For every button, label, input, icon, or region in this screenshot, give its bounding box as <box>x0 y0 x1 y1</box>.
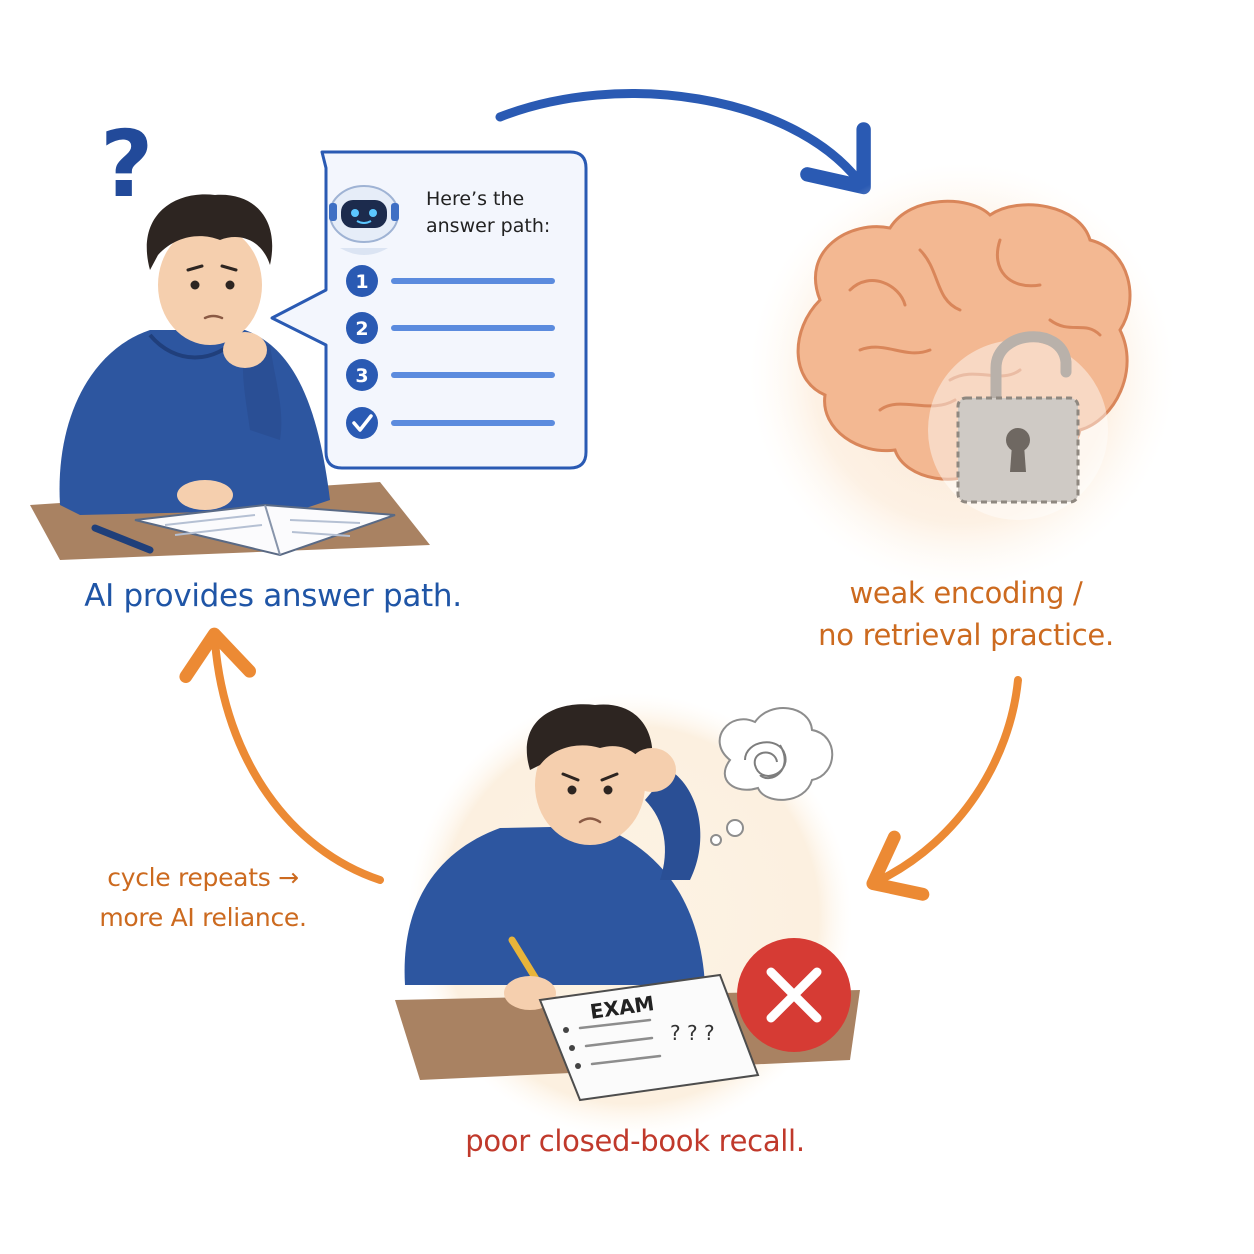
pen-icon <box>91 524 154 554</box>
exam-hoodie <box>404 826 705 985</box>
label-cycle-repeats-line2: more AI reliance. <box>99 903 307 932</box>
label-cycle-repeats-line1: cycle repeats → <box>107 863 299 892</box>
label-weak-encoding: weak encoding / no retrieval practice. <box>760 572 1172 656</box>
label-ai-provides-answer: AI provides answer path. <box>84 578 462 614</box>
label-weak-encoding-line1: weak encoding / <box>849 576 1083 610</box>
step-number-1: 1 <box>355 271 368 293</box>
step-number-3: 3 <box>355 365 368 387</box>
ai-speech-bubble: 1 2 3 <box>270 150 588 470</box>
brain-scene <box>750 163 1174 587</box>
label-poor-recall: poor closed-book recall. <box>465 1124 805 1158</box>
answer-step-1 <box>346 265 555 297</box>
exam-question-marks: ? ? ? <box>670 1021 715 1045</box>
student-with-ai-scene: ? <box>30 111 430 560</box>
answer-step-3 <box>346 359 555 391</box>
label-weak-encoding-line2: no retrieval practice. <box>818 618 1114 652</box>
answer-step-check <box>346 407 555 439</box>
step-number-2: 2 <box>355 318 368 340</box>
padlock-open-icon <box>928 331 1108 520</box>
student-hair <box>146 194 273 270</box>
x-icon <box>737 938 851 1052</box>
bubble-heading: Here’s the answer path: <box>426 186 550 240</box>
exam-paper: ? ? ? EXAM <box>538 973 760 1102</box>
open-book <box>134 503 396 557</box>
question-mark-icon: ? <box>100 111 153 218</box>
arrow-exam-to-ai <box>179 627 384 884</box>
bubble-heading-line2: answer path: <box>426 215 551 237</box>
answer-step-2 <box>346 312 555 344</box>
label-cycle-repeats: cycle repeats → more AI reliance. <box>40 858 366 938</box>
thought-bubble-icon <box>710 707 834 846</box>
check-icon <box>352 414 373 432</box>
exam-scene: ? ? ? EXAM <box>395 693 860 1137</box>
arrow-brain-to-exam <box>866 676 1022 901</box>
bubble-heading-line1: Here’s the <box>426 188 525 210</box>
robot-icon <box>329 185 399 255</box>
student-head <box>158 225 262 345</box>
arrow-ai-to-brain <box>495 89 871 195</box>
